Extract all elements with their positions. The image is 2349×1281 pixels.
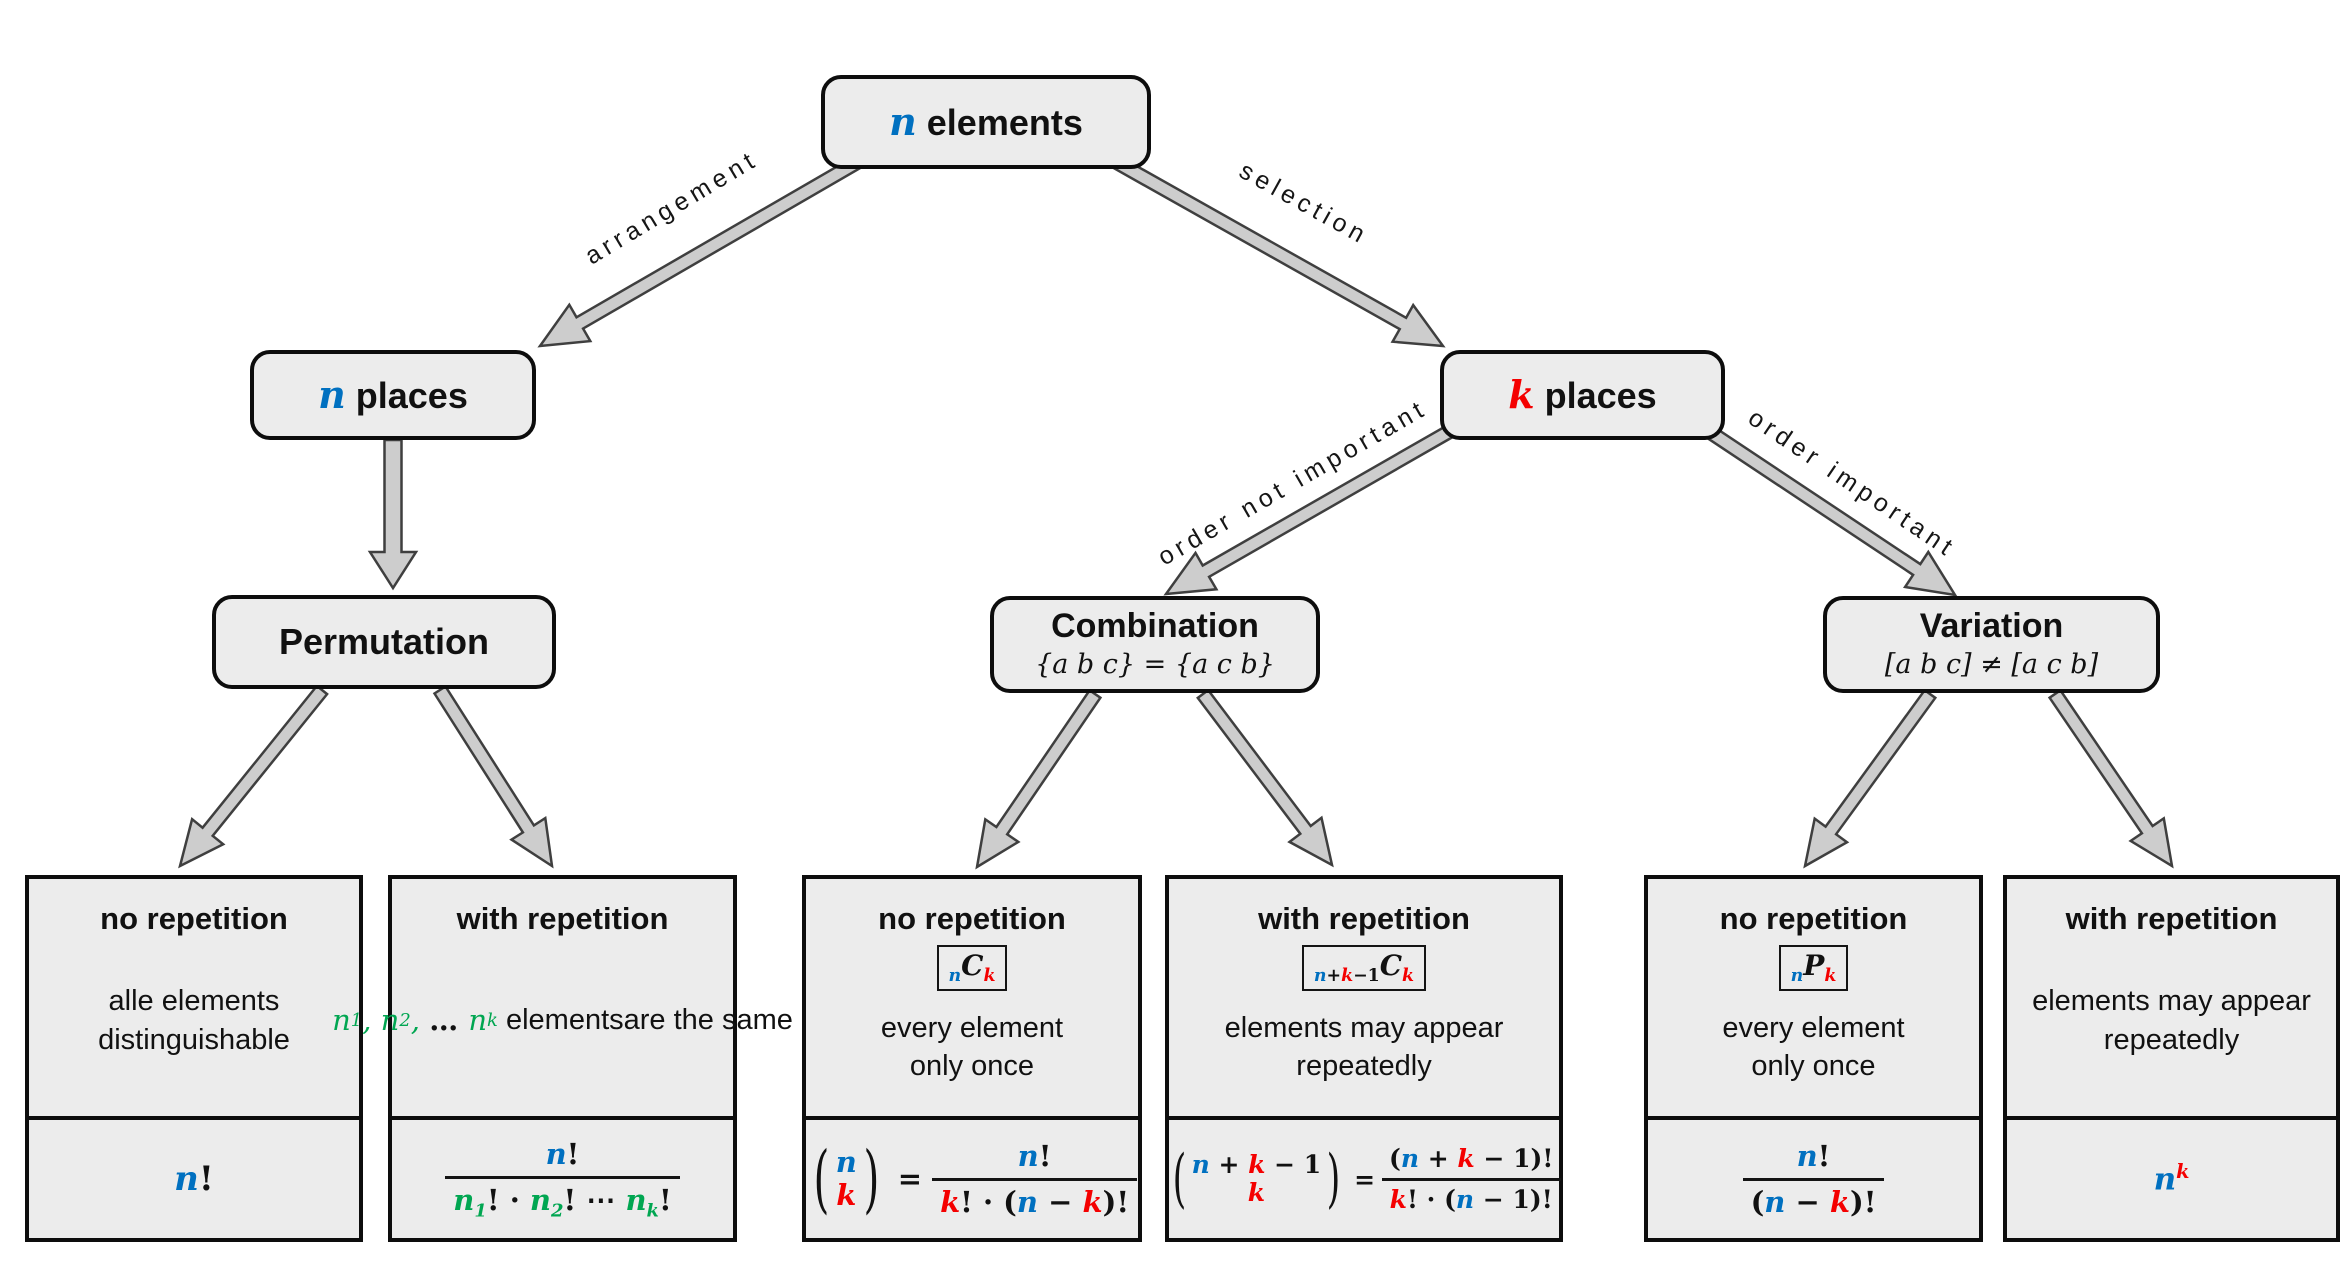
formula-n-power-k: nk — [2153, 1160, 2190, 1198]
node-n-places-title: n places — [318, 372, 468, 418]
var-k: k — [1508, 372, 1535, 418]
fraction-denominator: k! · (n − 1)! — [1381, 1177, 1561, 1215]
node-k-places-title: k places — [1508, 372, 1657, 418]
edge-label-order-not-important: order not important — [1153, 393, 1433, 572]
fraction-denominator: (n − k)! — [1742, 1177, 1885, 1220]
node-permutation: Permutation — [212, 595, 556, 689]
fraction: n! (n − k)! — [1742, 1138, 1885, 1220]
arrow-n-places-permutation — [367, 438, 419, 591]
arrow-variation-no-rep — [1803, 688, 1938, 869]
leaf-formula: nk — [2007, 1120, 2336, 1238]
binomial-top: n — [835, 1144, 857, 1179]
arrow-combination-no-rep — [975, 688, 1103, 870]
leaf-description: elements may appear repeatedly — [1224, 1011, 1504, 1083]
leaf-formula: ( n + k − 1 k ) = (n + k − 1)! k! · (n −… — [1167, 1120, 1561, 1238]
leaf-combination-no-repetition: no repetition nCk every element only onc… — [802, 875, 1142, 1242]
leaf-heading: no repetition — [878, 901, 1066, 936]
node-variation-subtitle: [a b c] ≠ [a c b] — [1884, 648, 2099, 680]
leaf-description: every element only once — [880, 1011, 1064, 1083]
left-paren: ( — [813, 1135, 830, 1222]
leaf-formula: n! (n − k)! — [1648, 1120, 1979, 1238]
right-paren: ) — [863, 1135, 880, 1222]
right-paren: ) — [1326, 1141, 1341, 1216]
edge-label-order-important: order important — [1743, 403, 1962, 564]
node-combination-subtitle: {a b c} = {a c b} — [1035, 648, 1275, 680]
symbol-n-plus-k-minus-1-ck-badge: n+k−1Ck — [1301, 945, 1427, 991]
node-n-elements-title: n elements — [889, 99, 1083, 145]
var-n: n — [889, 99, 917, 145]
leaf-variation-with-repetition: with repetition elements may appear repe… — [2003, 875, 2340, 1242]
leaf-permutation-no-repetition: no repetition alle elements distinguisha… — [25, 875, 363, 1242]
node-k-places: k places — [1440, 350, 1725, 440]
var-n: n — [318, 372, 346, 418]
binomial-bottom: k — [836, 1178, 857, 1212]
leaf-heading: no repetition — [100, 901, 288, 936]
fraction: n! n1! · n2! ⋯ nk! — [445, 1136, 680, 1221]
arrow-order-not-important — [1163, 422, 1457, 596]
symbol-nck-badge: nCk — [936, 945, 1008, 991]
binomial-coefficient: ( n k ) — [807, 1135, 886, 1222]
symbol-npk-badge: nPk — [1778, 945, 1849, 991]
node-combination-title: Combination — [1051, 607, 1259, 646]
leaf-formula: n! n1! · n2! ⋯ nk! — [392, 1120, 733, 1238]
node-combination: Combination {a b c} = {a c b} — [990, 596, 1320, 693]
binomial-top: n + k − 1 — [1191, 1150, 1322, 1179]
edge-label-arrangement: arrangement — [580, 144, 764, 271]
fraction-numerator: n! — [1796, 1138, 1831, 1173]
fraction-denominator: k! · (n − k)! — [932, 1177, 1138, 1220]
leaf-heading: with repetition — [2065, 901, 2278, 936]
leaf-variation-no-repetition: no repetition nPk every element only onc… — [1644, 875, 1983, 1242]
leaf-formula: n! — [29, 1120, 359, 1238]
fraction-numerator: (n + k − 1)! — [1389, 1143, 1554, 1173]
fraction-denominator: n1! · n2! ⋯ nk! — [445, 1175, 680, 1221]
formula-n-factorial: n! — [174, 1159, 214, 1199]
leaf-heading: with repetition — [456, 901, 669, 936]
leaf-heading: with repetition — [1258, 901, 1470, 936]
node-variation-title: Variation — [1919, 607, 2064, 646]
fraction-numerator: n! — [1017, 1138, 1052, 1173]
fraction: (n + k − 1)! k! · (n − 1)! — [1381, 1144, 1561, 1215]
leaf-formula: ( n k ) = n! k! · (n − k)! — [806, 1120, 1138, 1238]
equals-sign: = — [1354, 1164, 1376, 1194]
node-permutation-title: Permutation — [278, 621, 490, 663]
fraction-numerator: n! — [545, 1136, 580, 1171]
equals-sign: = — [897, 1162, 923, 1196]
left-paren: ( — [1172, 1141, 1186, 1216]
binomial-coefficient: ( n + k − 1 k ) — [1167, 1141, 1346, 1216]
arrow-variation-with-rep — [2047, 688, 2174, 869]
arrow-permutation-with-rep — [432, 684, 554, 869]
edge-label-selection: selection — [1234, 156, 1374, 251]
leaf-description: alle elements distinguishable — [98, 984, 290, 1056]
leaf-combination-with-repetition: with repetition n+k−1Ck elements may app… — [1165, 875, 1563, 1242]
node-n-places: n places — [250, 350, 536, 440]
fraction: n! k! · (n − k)! — [932, 1138, 1138, 1220]
leaf-description: elements may appear repeatedly — [2032, 984, 2311, 1056]
arrow-combination-with-rep — [1196, 688, 1334, 868]
node-n-elements: n elements — [821, 75, 1151, 169]
binomial-bottom: k — [1247, 1178, 1266, 1207]
node-variation: Variation [a b c] ≠ [a c b] — [1823, 596, 2160, 693]
leaf-description: every element only once — [1722, 1011, 1905, 1083]
arrow-permutation-no-rep — [178, 684, 329, 869]
leaf-heading: no repetition — [1719, 901, 1908, 936]
